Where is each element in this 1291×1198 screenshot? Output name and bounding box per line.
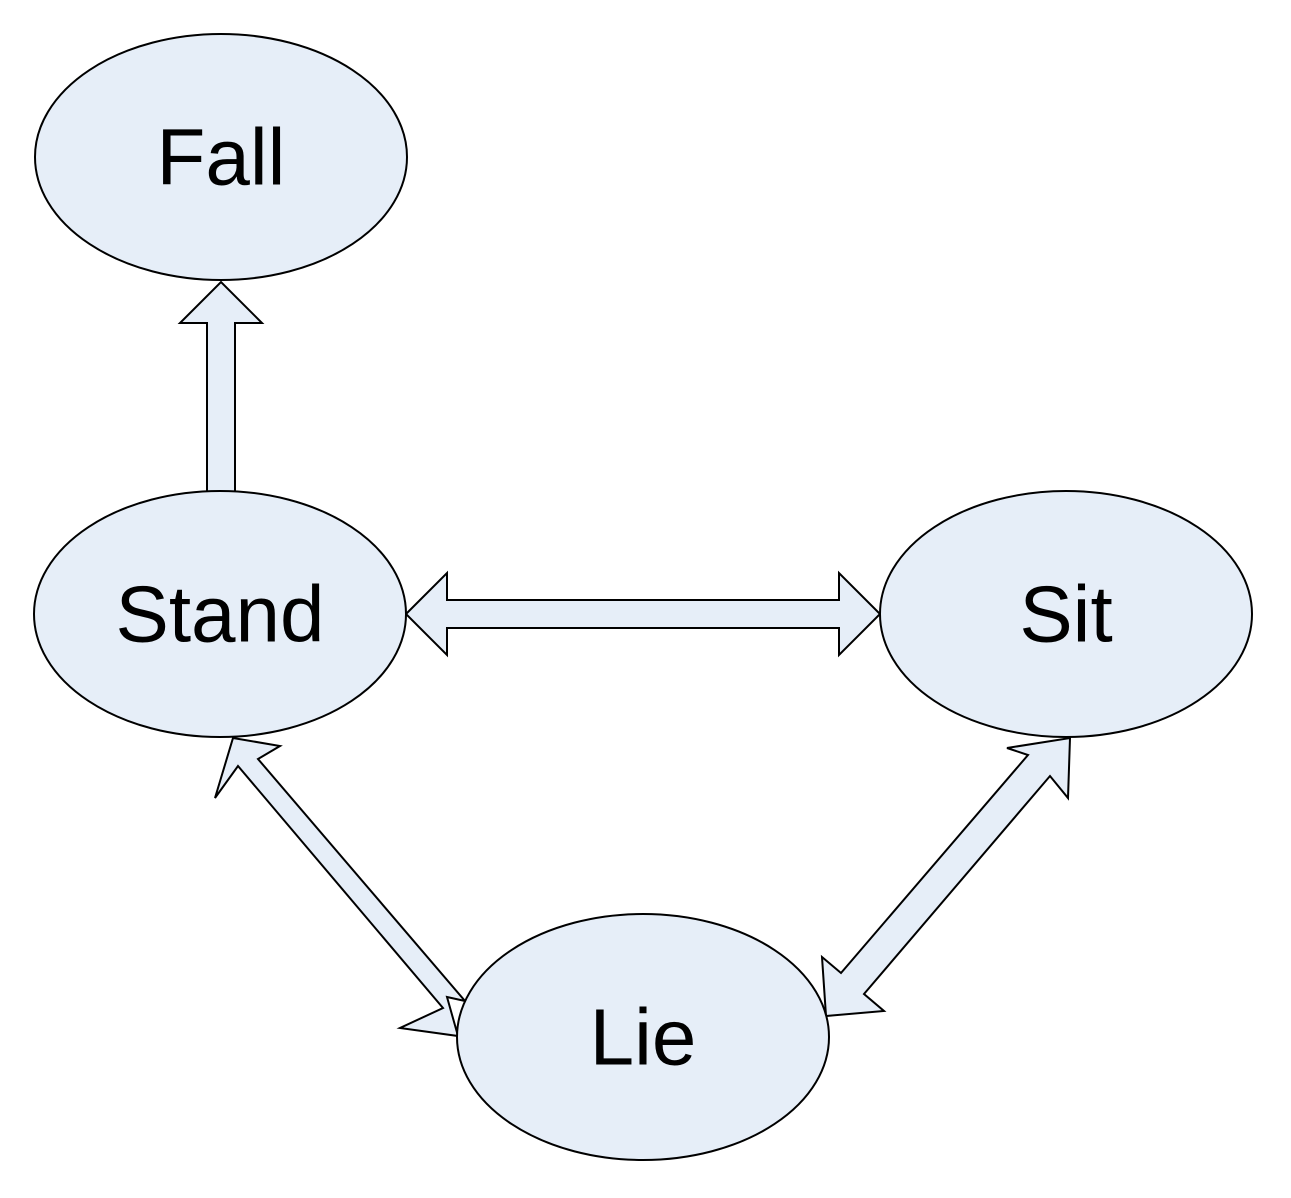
node-fall-shape <box>34 33 408 281</box>
node-lie-label: Lie <box>590 993 697 1082</box>
node-lie-shape <box>456 913 830 1161</box>
node-fall: Fall <box>34 33 408 281</box>
arrow-stand-lie <box>214 736 468 1038</box>
node-stand-label: Stand <box>115 570 324 659</box>
node-sit-label: Sit <box>1019 570 1112 659</box>
node-sit: Sit <box>879 490 1253 738</box>
arrow-sit-lie <box>820 736 1072 1018</box>
node-fall-label: Fall <box>157 113 286 202</box>
node-stand-shape <box>33 490 407 738</box>
arrow-stand-sit <box>404 570 882 658</box>
node-lie: Lie <box>456 913 830 1161</box>
node-sit-shape <box>879 490 1253 738</box>
node-stand: Stand <box>33 490 407 738</box>
arrow-stand-to-fall <box>177 280 265 494</box>
